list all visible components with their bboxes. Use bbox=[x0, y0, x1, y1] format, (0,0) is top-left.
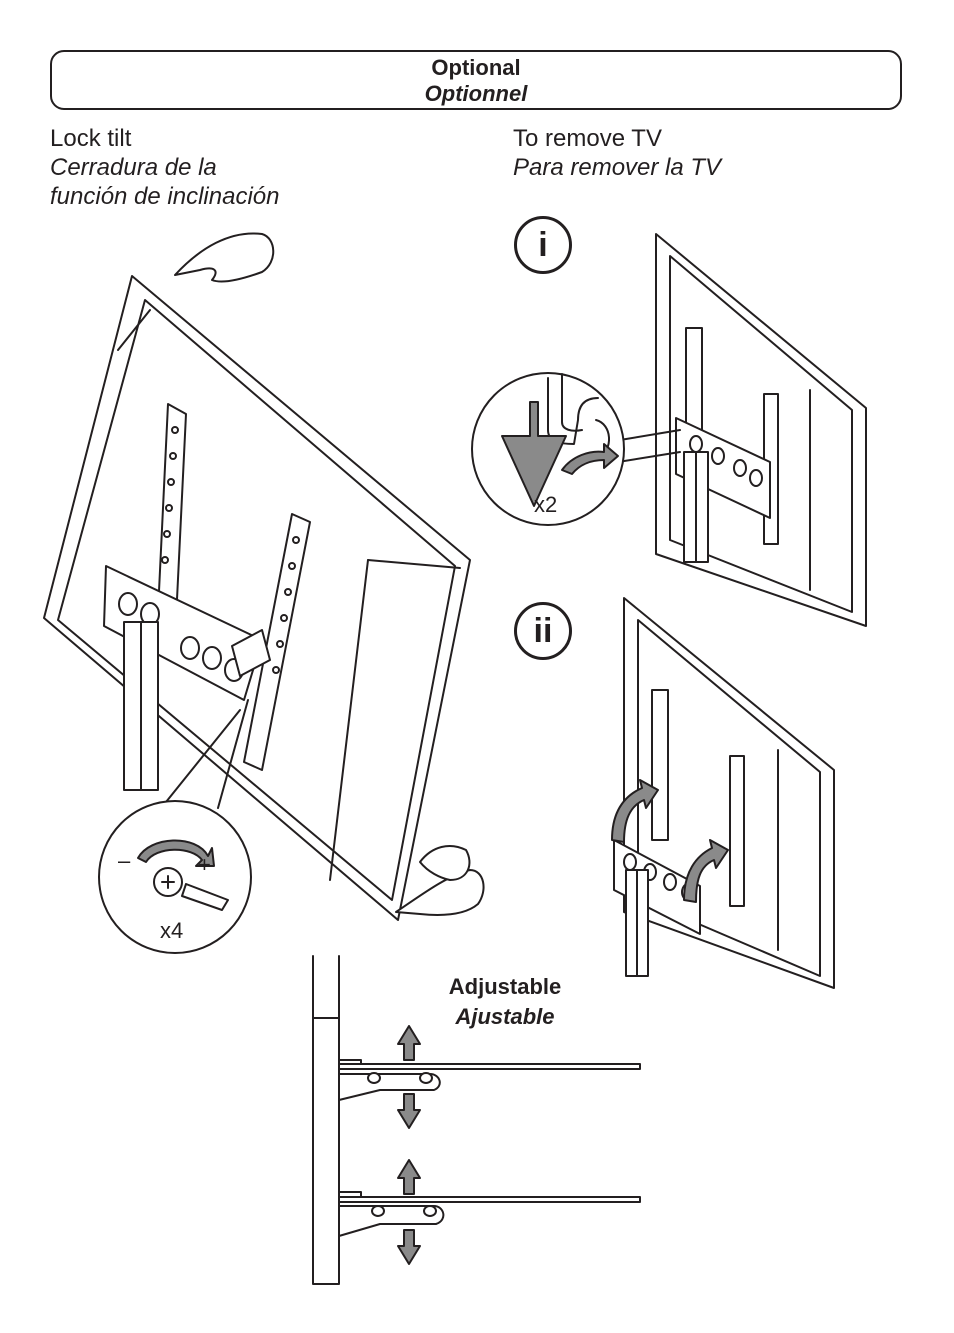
lift-arrow-icon-right bbox=[683, 839, 729, 903]
lock-tilt-detail-circle: – + x4 bbox=[98, 800, 252, 954]
remove-tv-label-en: To remove TV bbox=[513, 125, 662, 152]
remove-tv-caption: To remove TV Para remover la TV bbox=[513, 124, 721, 182]
adjustable-label-en: Adjustable bbox=[448, 974, 562, 999]
lock-tilt-label-es-1: Cerradura de la bbox=[50, 154, 217, 181]
adjustable-caption: Adjustable Ajustable bbox=[400, 972, 610, 1032]
down-arrow-icon bbox=[501, 401, 567, 507]
remove-tv-label-es: Para remover la TV bbox=[513, 154, 722, 181]
down-arrow-icon-1 bbox=[397, 1093, 421, 1129]
header-title-en: Optional bbox=[431, 55, 521, 80]
lock-tilt-count: x4 bbox=[160, 918, 183, 943]
lock-tilt-caption: Lock tilt Cerradura de la función de inc… bbox=[50, 124, 280, 211]
optional-header-box: Optional Optionnel bbox=[50, 50, 902, 110]
lock-tilt-label-en: Lock tilt bbox=[50, 125, 132, 152]
up-arrow-icon-2 bbox=[397, 1159, 421, 1195]
adjustable-label-fr: Ajustable bbox=[455, 1004, 555, 1029]
hand-top-icon bbox=[174, 232, 275, 283]
hand-bottom-icon bbox=[395, 845, 485, 916]
tilted-tv-illustration bbox=[43, 275, 471, 921]
lift-arrow-icon-left bbox=[611, 779, 659, 843]
step-i-detail-circle: x2 bbox=[471, 372, 625, 526]
step-i-tv-illustration bbox=[617, 233, 867, 627]
header-title-fr: Optionnel bbox=[424, 81, 528, 106]
lock-tilt-label-es-2: función de inclinación bbox=[50, 183, 280, 210]
adjustable-shelf-illustration bbox=[312, 955, 641, 1285]
step-i-count: x2 bbox=[534, 492, 557, 517]
step-ii-tv-illustration bbox=[611, 597, 835, 989]
step-i-badge: i bbox=[514, 216, 572, 274]
plus-sign: + bbox=[198, 852, 211, 877]
down-arrow-icon-2 bbox=[397, 1229, 421, 1265]
minus-sign: – bbox=[118, 848, 131, 873]
step-ii-badge: ii bbox=[514, 602, 572, 660]
up-arrow-icon-1 bbox=[397, 1025, 421, 1061]
screwdriver-icon bbox=[181, 883, 229, 911]
